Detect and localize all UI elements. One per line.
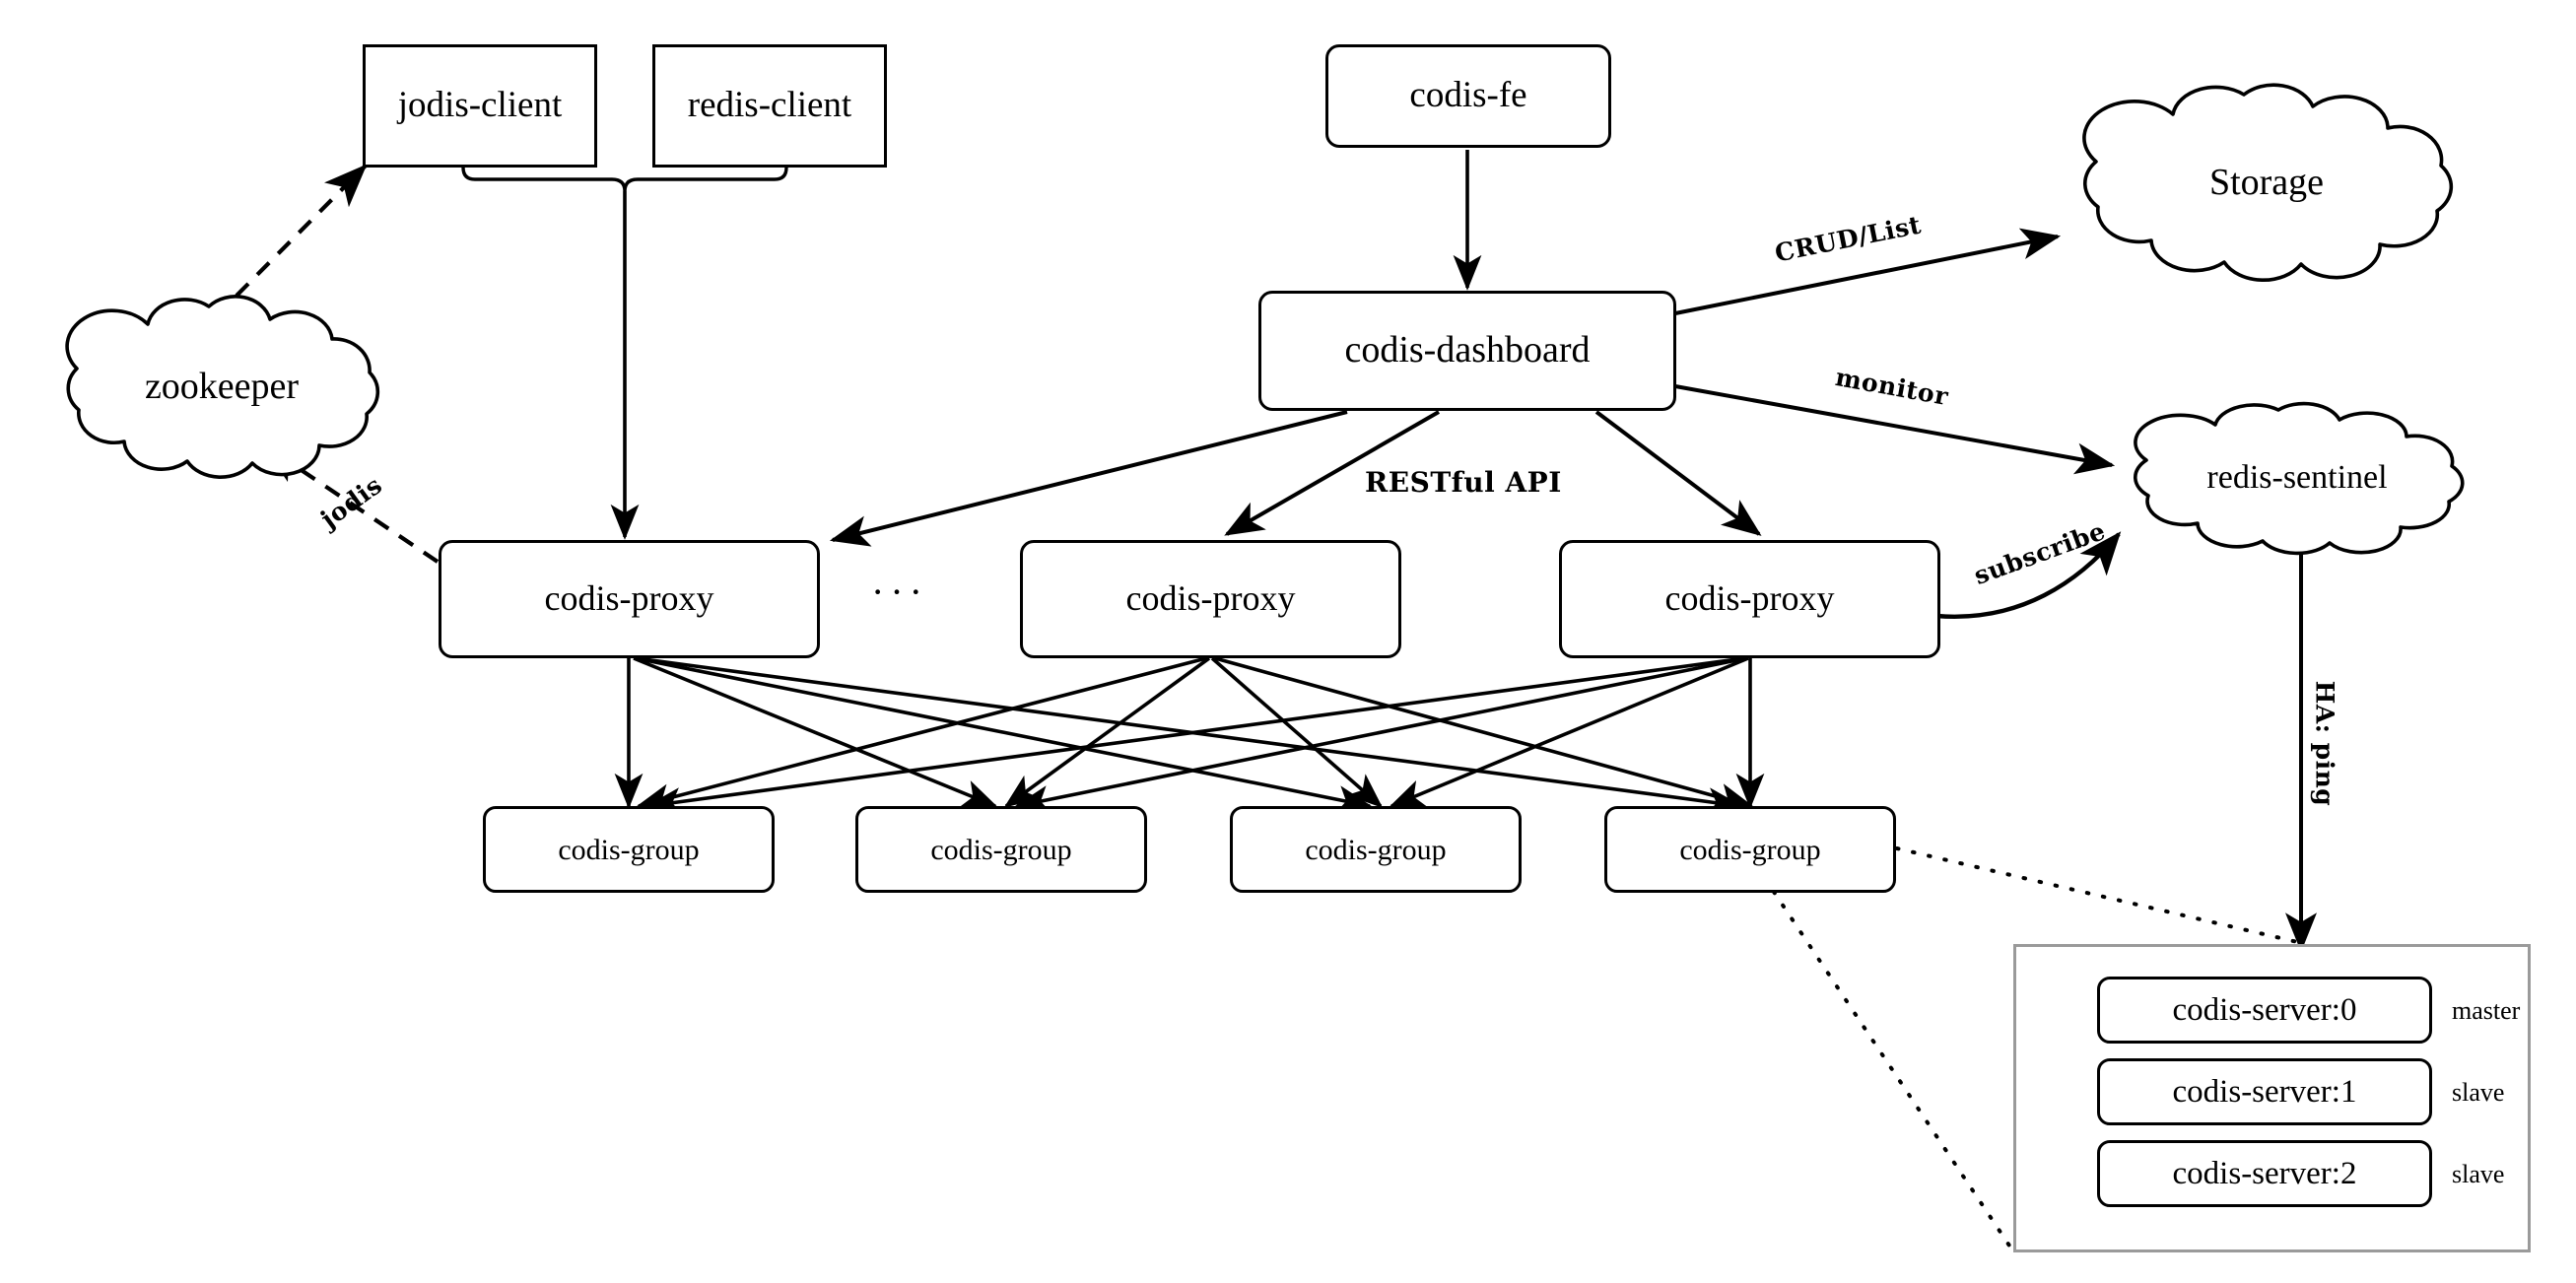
node-redis-sentinel-label: redis-sentinel bbox=[2206, 459, 2388, 496]
node-zookeeper-label: zookeeper bbox=[144, 366, 300, 407]
node-codis-proxy-2[interactable]: codis-proxy bbox=[1020, 540, 1401, 658]
edge-dashboard-to-proxy-1 bbox=[829, 410, 1348, 547]
node-codis-server-1[interactable]: codis-server:1 bbox=[2097, 1058, 2432, 1125]
node-codis-fe-label: codis-fe bbox=[1409, 75, 1527, 116]
edge-proxy2-to-group4 bbox=[1214, 656, 1754, 812]
edge-label-ha-ping: HA: ping bbox=[2310, 680, 2339, 807]
node-codis-server-1-label: codis-server:1 bbox=[2172, 1073, 2357, 1110]
node-codis-group-2[interactable]: codis-group bbox=[855, 806, 1147, 893]
node-codis-server-2[interactable]: codis-server:2 bbox=[2097, 1140, 2432, 1207]
edge-dashboard-to-storage bbox=[1674, 228, 2062, 315]
node-codis-proxy-1-label: codis-proxy bbox=[544, 578, 714, 619]
node-codis-group-4-label: codis-group bbox=[1679, 833, 1821, 866]
edge-proxy-to-zookeeper-jodis bbox=[261, 442, 440, 564]
node-jodis-client-label: jodis-client bbox=[397, 85, 563, 126]
node-codis-group-3[interactable]: codis-group bbox=[1230, 806, 1522, 893]
edge-proxy3-to-group3 bbox=[1389, 656, 1749, 808]
codis-server-1-role: slave bbox=[2452, 1078, 2505, 1107]
node-codis-server-0-label: codis-server:0 bbox=[2172, 991, 2357, 1028]
edge-group4-expand-top bbox=[1895, 846, 2308, 946]
node-storage-label: Storage bbox=[2208, 161, 2325, 203]
node-zookeeper[interactable]: zookeeper bbox=[41, 292, 402, 481]
node-codis-dashboard[interactable]: codis-dashboard bbox=[1258, 291, 1676, 411]
node-codis-dashboard-label: codis-dashboard bbox=[1344, 329, 1591, 371]
edge-proxy1-to-group3 bbox=[635, 656, 1373, 814]
node-redis-client-label: redis-client bbox=[687, 85, 852, 126]
edge-label-restful-api: RESTful API bbox=[1365, 466, 1562, 499]
node-codis-server-0[interactable]: codis-server:0 bbox=[2097, 977, 2432, 1044]
node-codis-proxy-1[interactable]: codis-proxy bbox=[439, 540, 820, 658]
node-codis-group-3-label: codis-group bbox=[1305, 833, 1447, 866]
codis-server-0-role: master bbox=[2452, 996, 2521, 1025]
node-codis-server-2-label: codis-server:2 bbox=[2172, 1155, 2357, 1191]
node-codis-group-2-label: codis-group bbox=[930, 833, 1072, 866]
node-jodis-client[interactable]: jodis-client bbox=[363, 44, 597, 168]
edge-proxy2-to-group3 bbox=[1210, 656, 1384, 808]
node-codis-group-4[interactable]: codis-group bbox=[1604, 806, 1896, 893]
redis-sentinel-cloud-shape bbox=[2133, 401, 2465, 556]
node-storage[interactable]: Storage bbox=[2055, 81, 2478, 283]
edge-dashboard-to-sentinel bbox=[1674, 384, 2116, 475]
node-redis-sentinel[interactable]: redis-sentinel bbox=[2109, 399, 2485, 557]
node-codis-group-1-label: codis-group bbox=[558, 833, 700, 866]
proxy-ellipsis: ··· bbox=[871, 570, 928, 614]
edge-proxy3-to-group1 bbox=[645, 656, 1745, 816]
edge-proxy3-to-group2 bbox=[1014, 656, 1747, 814]
node-codis-proxy-2-label: codis-proxy bbox=[1125, 578, 1296, 619]
node-redis-client[interactable]: redis-client bbox=[652, 44, 887, 168]
edge-proxy-to-sentinel-subscribe bbox=[1935, 531, 2122, 619]
edge-jodis-client-to-zookeeper bbox=[235, 164, 368, 298]
edge-group4-expand-bottom bbox=[1772, 890, 2017, 1256]
edge-proxy2-to-group1 bbox=[636, 656, 1207, 812]
node-codis-proxy-3-label: codis-proxy bbox=[1664, 578, 1835, 619]
client-brace bbox=[461, 167, 788, 192]
node-codis-fe[interactable]: codis-fe bbox=[1325, 44, 1611, 148]
storage-cloud-shape bbox=[2082, 83, 2454, 283]
edge-dashboard-to-proxy-3 bbox=[1594, 410, 1762, 536]
edge-proxy1-to-group2 bbox=[633, 656, 998, 808]
edge-proxy2-to-group2 bbox=[1003, 656, 1211, 808]
node-codis-group-1[interactable]: codis-group bbox=[483, 806, 775, 893]
codis-server-2-role: slave bbox=[2452, 1160, 2505, 1188]
edge-dashboard-to-proxy-2 bbox=[1224, 410, 1440, 536]
node-codis-proxy-3[interactable]: codis-proxy bbox=[1559, 540, 1940, 658]
